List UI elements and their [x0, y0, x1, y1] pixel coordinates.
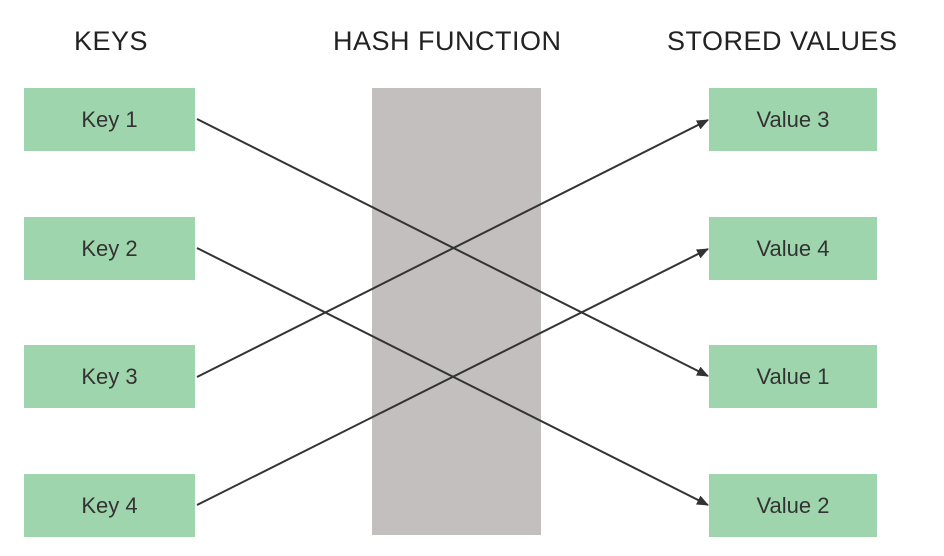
key-box-2: Key 2 — [24, 217, 195, 280]
arrow-key3-to-value3 — [196, 119, 709, 378]
key-box-4: Key 4 — [24, 474, 195, 537]
key-box-3: Key 3 — [24, 345, 195, 408]
key-box-1: Key 1 — [24, 88, 195, 151]
value-box-2: Value 2 — [709, 474, 877, 537]
hash-function-band — [372, 88, 541, 535]
hash-function-header: HASH FUNCTION — [333, 26, 562, 56]
stored-values-header: STORED VALUES — [667, 26, 898, 56]
value-box-3: Value 3 — [709, 88, 877, 151]
arrow-key4-to-value4 — [196, 248, 709, 506]
value-box-1: Value 1 — [709, 345, 877, 408]
value-box-4: Value 4 — [709, 217, 877, 280]
keys-header: KEYS — [74, 26, 149, 56]
